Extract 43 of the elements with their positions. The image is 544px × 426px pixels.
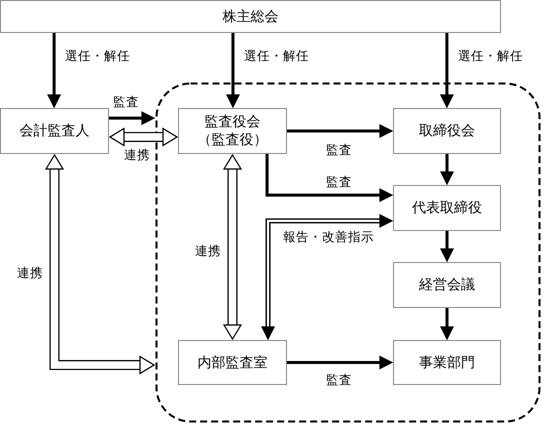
edge-label: 監査 xyxy=(325,174,353,189)
box-text: 会計監査人 xyxy=(20,122,90,140)
edge-label: 監査 xyxy=(112,94,140,109)
edge-label: 監査 xyxy=(325,372,353,387)
arrow xyxy=(287,356,393,370)
dashed-frame xyxy=(155,82,541,423)
box-text: 代表取締役 xyxy=(412,199,482,217)
arrow xyxy=(440,308,454,340)
arrow xyxy=(287,124,393,138)
box xyxy=(178,108,287,154)
box-text: 取締役会 xyxy=(419,122,475,140)
arrow xyxy=(261,214,393,340)
box xyxy=(393,340,501,385)
arrow xyxy=(440,231,454,262)
edge-label: 連携 xyxy=(194,243,222,258)
edge-label: 報告・改善指示 xyxy=(282,229,375,244)
arrow xyxy=(48,33,61,108)
box-text: 監査役会 xyxy=(204,113,260,131)
edge-label: 監査 xyxy=(325,142,353,157)
edge-label: 選任・解任 xyxy=(243,48,310,63)
edge-label: 選任・解任 xyxy=(457,48,524,63)
arrow xyxy=(45,154,155,374)
box-text: 事業部門 xyxy=(419,354,475,372)
box xyxy=(0,0,501,33)
box xyxy=(178,340,287,385)
arrow xyxy=(109,128,178,146)
edge-label: 選任・解任 xyxy=(64,48,131,63)
edge-label: 連携 xyxy=(16,265,44,280)
arrow xyxy=(223,154,242,340)
box-text: 内部監査室 xyxy=(198,354,268,372)
box-text: 株主総会 xyxy=(222,8,278,26)
box xyxy=(393,108,501,154)
arrow xyxy=(266,154,393,202)
arrow xyxy=(440,154,454,185)
edge-label: 連携 xyxy=(123,147,151,162)
box xyxy=(393,262,501,308)
box xyxy=(393,185,501,231)
arrow xyxy=(109,112,155,125)
box xyxy=(0,108,109,154)
arrow xyxy=(440,33,454,108)
arrow xyxy=(226,33,240,108)
box-text: （監査役） xyxy=(198,131,268,149)
box-text: 経営会議 xyxy=(419,276,475,294)
